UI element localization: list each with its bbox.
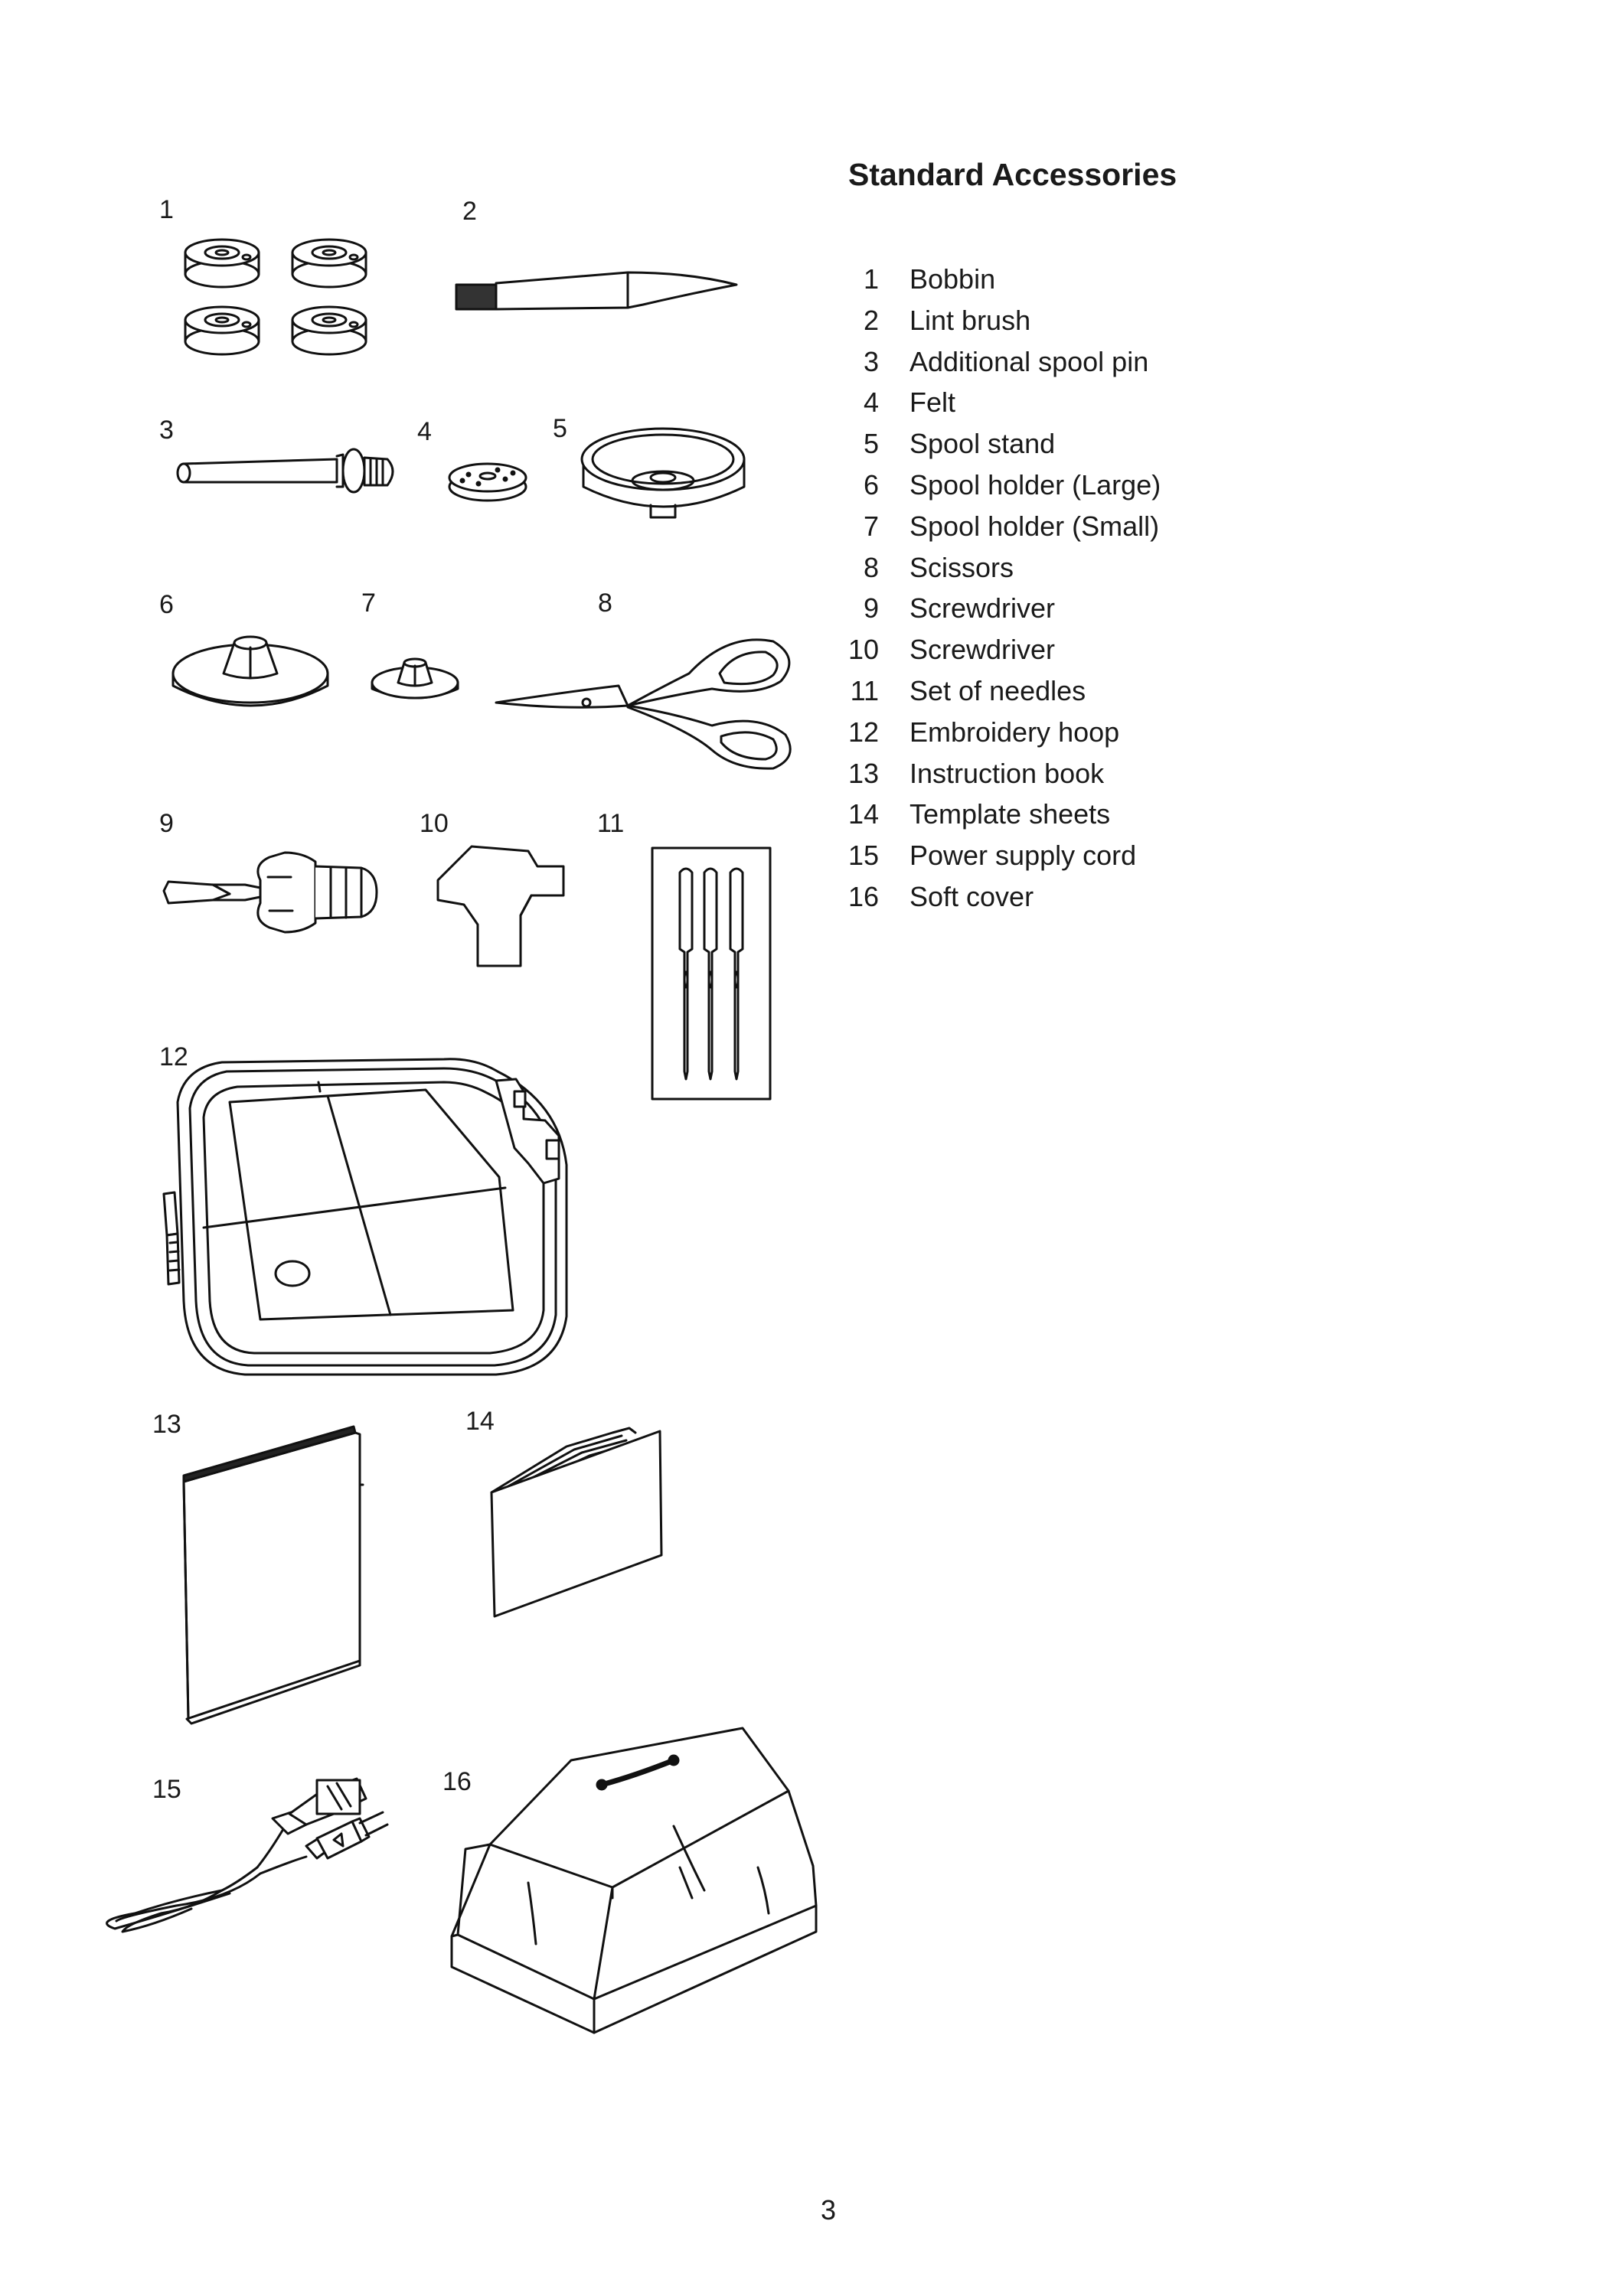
figure-label-3: 3 [159, 416, 174, 445]
item-name: Scissors [909, 551, 1014, 583]
figure-label-9: 9 [159, 809, 174, 838]
figure-label-7: 7 [361, 589, 376, 618]
item-name: Spool holder (Small) [909, 510, 1160, 542]
list-item: 8 Scissors [842, 551, 1014, 595]
figure-label-1: 1 [159, 195, 174, 224]
list-item: 4 Felt [842, 386, 955, 430]
item-number: 4 [863, 386, 879, 419]
item-number: 6 [863, 468, 879, 501]
spool-holder-large-illustration [173, 637, 328, 706]
figure-label-8: 8 [598, 589, 612, 618]
soft-cover-illustration [452, 1728, 816, 2033]
item-name: Screwdriver [909, 592, 1056, 625]
figure-label-15: 15 [152, 1775, 181, 1804]
item-number: 8 [863, 551, 879, 583]
item-number: 12 [847, 716, 879, 748]
figure-label-2: 2 [462, 197, 477, 226]
item-number: 1 [863, 263, 879, 295]
power-cord-illustration [107, 1779, 387, 1932]
figure-label-14: 14 [465, 1407, 495, 1436]
list-item: 14 Template sheets [842, 798, 1110, 842]
figure-label-4: 4 [417, 417, 432, 446]
figure-label-5: 5 [553, 414, 567, 443]
item-name: Lint brush [909, 304, 1031, 336]
page-number: 3 [821, 2194, 837, 2226]
item-name: Bobbin [909, 263, 996, 295]
page-heading: Standard Accessories [848, 157, 1177, 192]
list-item: 5 Spool stand [842, 428, 1055, 471]
instruction-book-illustration [184, 1427, 363, 1724]
item-number: 11 [850, 674, 879, 706]
list-item: 1 Bobbin [842, 263, 995, 307]
item-number: 16 [847, 880, 879, 912]
needles-illustration [652, 848, 770, 1099]
scissors-illustration [496, 640, 790, 768]
list-item: 6 Spool holder (Large) [842, 468, 1161, 513]
list-item: 10 Screwdriver [842, 634, 1055, 677]
item-name: Screwdriver [909, 634, 1056, 666]
lint-brush-illustration [456, 272, 736, 309]
list-item: 7 Spool holder (Small) [842, 510, 1159, 554]
figure-label-16: 16 [442, 1767, 472, 1796]
list-item: 3 Additional spool pin [842, 345, 1148, 390]
bobbin-illustration [185, 240, 366, 354]
list-item: 12 Embroidery hoop [842, 716, 1119, 760]
item-number: 15 [847, 840, 879, 872]
screwdriver-large-illustration [164, 853, 377, 932]
item-name: Felt [909, 386, 956, 419]
item-number: 14 [847, 798, 879, 830]
item-number: 10 [847, 634, 879, 666]
item-number: 9 [863, 592, 879, 625]
figure-label-11: 11 [597, 809, 625, 838]
accessory-list: 1 Bobbin 2 Lint brush 3 Additional spool pi… [842, 263, 1161, 925]
item-number: 7 [863, 510, 879, 542]
item-name: Instruction book [909, 757, 1105, 789]
list-item: 15 Power supply cord [842, 840, 1136, 883]
figure-label-6: 6 [159, 590, 174, 619]
item-number: 2 [863, 304, 879, 336]
item-name: Set of needles [909, 674, 1086, 706]
item-name: Power supply cord [909, 840, 1137, 872]
item-name: Template sheets [909, 798, 1111, 830]
embroidery-hoop-illustration [164, 1059, 567, 1375]
felt-illustration [449, 464, 526, 501]
item-number: 3 [863, 345, 879, 377]
item-name: Additional spool pin [909, 345, 1149, 377]
item-name: Spool stand [909, 428, 1056, 460]
list-item: 2 Lint brush [842, 304, 1030, 348]
item-name: Embroidery hoop [909, 716, 1120, 748]
item-number: 5 [863, 428, 879, 460]
figure-label-13: 13 [152, 1410, 181, 1439]
list-item: 11 Set of needles [842, 674, 1086, 719]
spool-holder-small-illustration [372, 659, 458, 698]
spool-stand-illustration [582, 429, 744, 517]
figure-label-12: 12 [159, 1042, 188, 1071]
item-name: Soft cover [909, 880, 1034, 912]
list-item: 9 Screwdriver [842, 592, 1055, 636]
figure-label-10: 10 [420, 809, 449, 838]
template-sheets-illustration [491, 1428, 661, 1616]
screwdriver-small-illustration [438, 846, 563, 966]
list-item: 16 Soft cover [842, 880, 1034, 925]
item-number: 13 [847, 757, 879, 789]
list-item: 13 Instruction book [842, 757, 1104, 801]
spool-pin-illustration [178, 449, 393, 492]
item-name: Spool holder (Large) [909, 468, 1161, 501]
